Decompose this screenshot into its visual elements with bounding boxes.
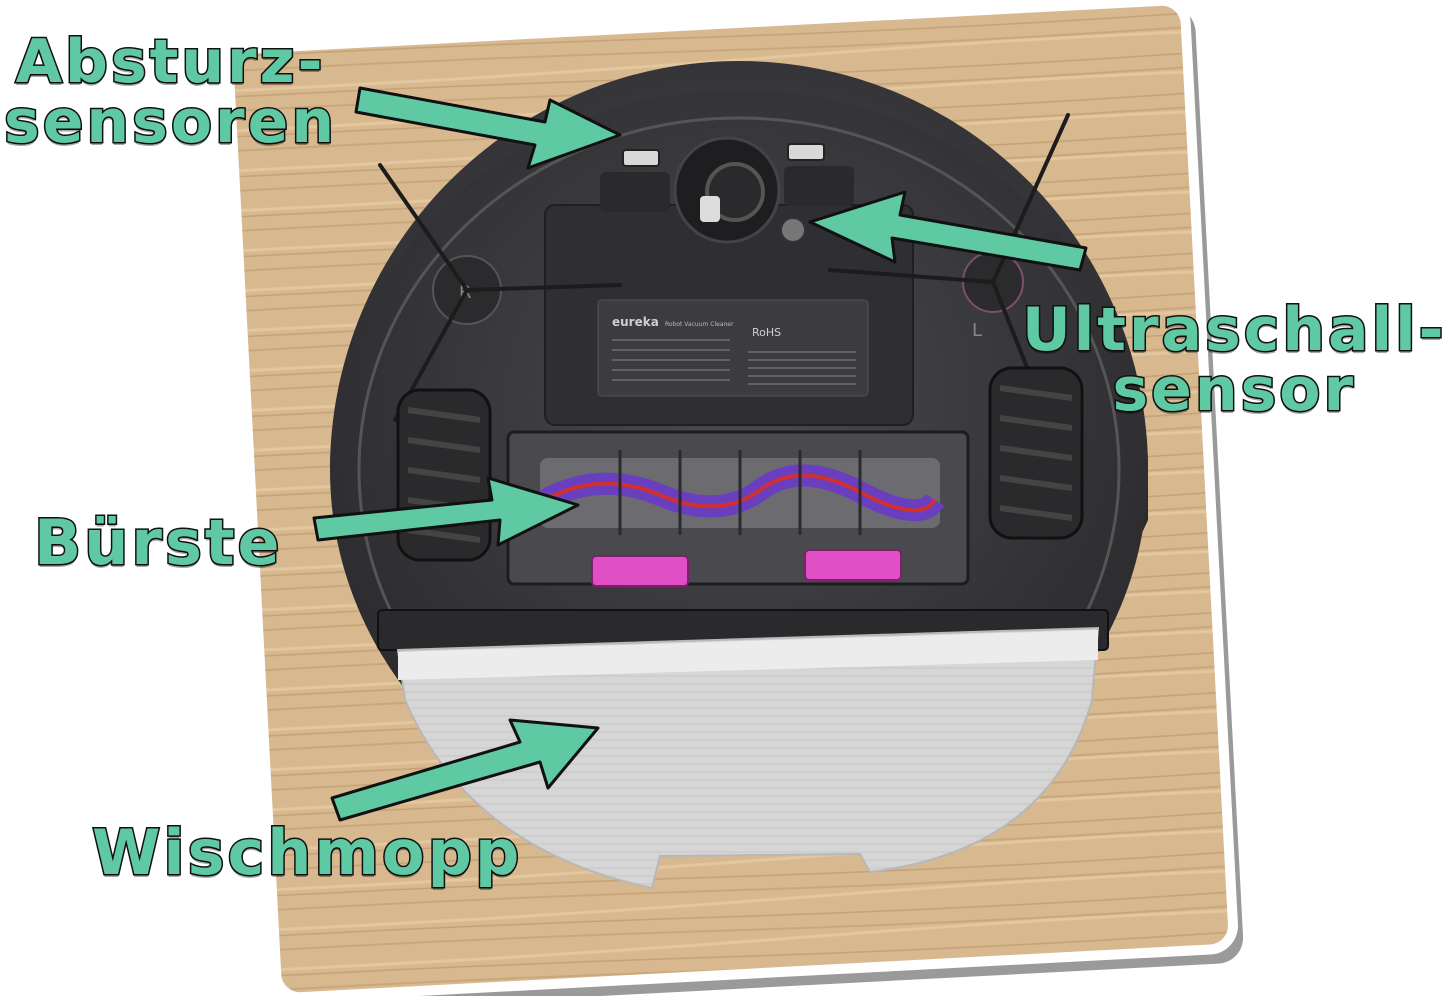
drive-wheel-right (988, 366, 1084, 540)
label-cliff-sensors-line1: Absturz- (14, 27, 326, 97)
robot-vacuum: eureka Robot Vacuum Cleaner RoHS (330, 61, 1148, 890)
arrow-cliff-sensors (354, 86, 622, 170)
wheel-mark-right: L (972, 320, 982, 341)
arrow-brush (312, 476, 580, 547)
main-brush (506, 430, 970, 587)
cliff-sensor-left (622, 149, 660, 167)
label-cliff-sensors: Absturz- sensoren (2, 27, 338, 157)
label-mop: Wischmopp (90, 816, 523, 889)
label-brush: Bürste (33, 506, 283, 579)
label-ultrasonic-sensor: Ultraschall- sensor (1021, 295, 1447, 425)
arrow-ultrasonic (808, 190, 1088, 272)
device-label-sticker: eureka Robot Vacuum Cleaner RoHS (597, 299, 869, 397)
cliff-sensor-right (787, 143, 825, 161)
rohs-text: RoHS (752, 326, 781, 339)
drive-wheel-left (396, 388, 492, 562)
product-text: Robot Vacuum Cleaner (665, 321, 734, 328)
brand-text: eureka (612, 315, 659, 329)
ultrasonic-sensor (780, 217, 806, 243)
arrow-mop (330, 718, 600, 822)
annotation-arrows (312, 86, 1088, 822)
label-cliff-sensors-line2: sensoren (2, 87, 338, 157)
label-ultrasonic-line1: Ultraschall- (1021, 295, 1447, 365)
label-ultrasonic-line2: sensor (1111, 355, 1357, 425)
